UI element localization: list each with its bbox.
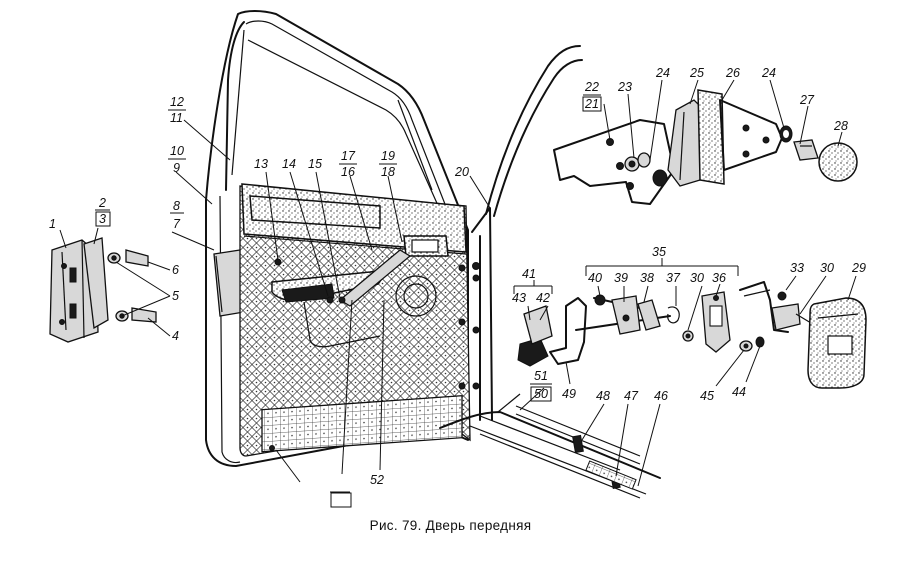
hinge-assembly (553, 89, 858, 205)
label-13: 13 (254, 157, 268, 171)
label-2: 2 (98, 196, 106, 210)
label-11: 11 (170, 111, 183, 125)
label-36: 39 (614, 271, 628, 285)
outside-handle-assembly (739, 281, 867, 389)
label-4: 4 (172, 329, 179, 343)
label-16: 16 (341, 165, 355, 179)
label-12: 12 (170, 95, 184, 109)
label-23: 23 (617, 80, 632, 94)
label-45: 48 (596, 389, 610, 403)
label-28: 28 (833, 119, 848, 133)
label-41: 44 (732, 385, 746, 399)
label-29: 29 (851, 261, 866, 275)
label-46: 49 (562, 387, 576, 401)
label-7: 7 (173, 217, 181, 231)
label-39: 42 (536, 291, 550, 305)
label-19: 19 (381, 149, 395, 163)
label-8: 8 (173, 199, 180, 213)
label-9: 9 (173, 161, 180, 175)
label-38: 41 (522, 267, 536, 281)
label-20: 20 (454, 165, 469, 179)
label-10: 10 (170, 144, 184, 158)
label-1: 1 (49, 217, 56, 231)
label-14: 14 (282, 157, 296, 171)
label-48: 51 (534, 369, 548, 383)
label-18: 18 (381, 165, 395, 179)
door-frame (205, 10, 469, 467)
label-34: 37 (666, 271, 681, 285)
door-check-unit (49, 237, 157, 343)
label-42: 45 (700, 389, 714, 403)
label-15: 15 (308, 157, 322, 171)
leader-lines (59, 79, 857, 487)
sill-seal (515, 405, 641, 490)
label-44: 47 (624, 389, 639, 403)
label-30b: 30 (820, 261, 834, 275)
label-35: 38 (640, 271, 654, 285)
figure-caption: Рис. 79. Дверь передняя (369, 518, 532, 533)
label-47: 50 (534, 387, 548, 401)
label-17: 17 (341, 149, 356, 163)
label-37: 40 (588, 271, 602, 285)
label-43: 46 (654, 389, 668, 403)
label-21: 21 (584, 97, 599, 111)
label-49: 52 (370, 473, 384, 487)
label-31: 33 (790, 261, 804, 275)
label-26: 26 (725, 66, 740, 80)
label-6: 6 (172, 263, 179, 277)
label-24a: 24 (655, 66, 670, 80)
label-24b: 24 (761, 66, 776, 80)
lock-mechanism (517, 291, 731, 367)
label-25: 25 (689, 66, 704, 80)
label-32: 35 (652, 245, 666, 259)
door-trim-panel (239, 183, 471, 457)
label-27: 27 (799, 93, 815, 107)
label-5: 5 (172, 289, 179, 303)
label-33: 36 (712, 271, 726, 285)
label-40: 43 (512, 291, 526, 305)
label-22: 22 (584, 80, 599, 94)
label-30a: 30 (690, 271, 704, 285)
callout-labels: 1 2 3 4 5 6 8 7 10 9 12 11 13 14 15 17 1… (49, 66, 866, 508)
label-3: 3 (99, 212, 106, 226)
